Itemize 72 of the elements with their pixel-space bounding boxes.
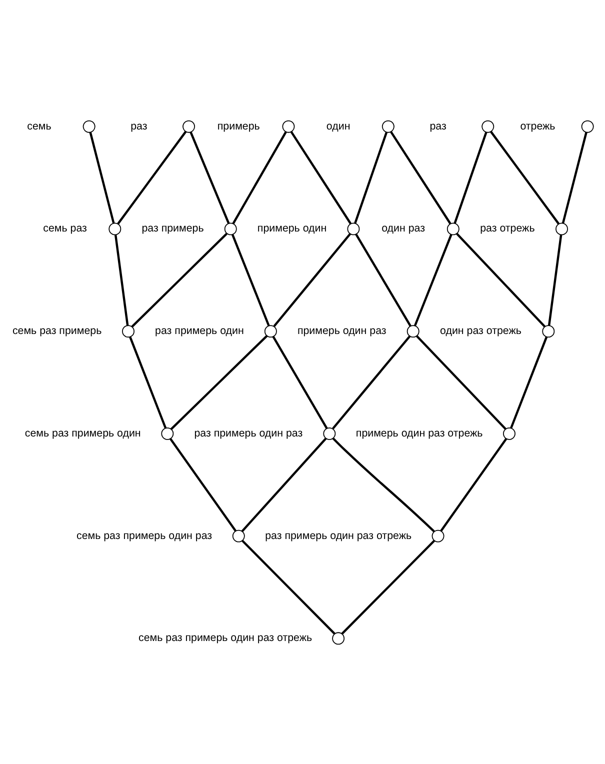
connector (548, 234, 562, 326)
node-label: семь раз примерь один (24, 426, 141, 439)
connector (414, 234, 452, 326)
node-circle (432, 529, 444, 542)
connector (562, 132, 588, 224)
connector (241, 437, 327, 532)
connector (114, 234, 129, 326)
node-label: семь раз примерь один раз (76, 529, 212, 542)
connector (117, 130, 187, 224)
node-circle (482, 120, 494, 132)
connector (416, 334, 506, 430)
node-circle (161, 426, 174, 440)
node-label: примерь один раз (297, 324, 386, 337)
connector (242, 539, 336, 634)
connector (332, 335, 411, 429)
connector (170, 334, 268, 430)
connector (129, 336, 167, 428)
node-circle (282, 120, 295, 132)
connector (355, 233, 412, 326)
node-label: один раз (382, 222, 426, 234)
node-circle (323, 426, 336, 440)
node-label: раз отрежь (480, 222, 535, 234)
connector (490, 130, 560, 224)
node-circle (332, 632, 345, 644)
node-circle (347, 222, 360, 235)
node-label: один раз отрежь (440, 324, 522, 337)
node-circle (264, 324, 277, 338)
node-label: примерь один раз отрежь (356, 426, 483, 439)
node-circle (382, 120, 394, 132)
node-label: раз (430, 120, 446, 132)
node-label: семь (27, 120, 52, 132)
connector (232, 234, 270, 326)
connector (390, 130, 452, 224)
node-label: семь раз примерь один раз отрежь (138, 632, 312, 644)
node-label: раз примерь один (155, 324, 244, 337)
connector (354, 131, 388, 224)
connector (290, 130, 352, 224)
connector (332, 437, 435, 532)
node-label: один (326, 120, 350, 132)
node-circle (503, 426, 516, 440)
connector (341, 539, 436, 634)
node-circle (224, 222, 237, 235)
node-circle (232, 529, 245, 542)
connector (272, 335, 328, 428)
node-label: раз примерь (142, 222, 204, 234)
node-circle (542, 324, 555, 338)
connector (454, 131, 488, 224)
connector (131, 232, 228, 328)
connector (232, 131, 287, 224)
connector (456, 232, 546, 327)
node-label: раз (130, 120, 148, 132)
node-label: семь раз (43, 222, 87, 234)
connector (273, 232, 351, 326)
node-label: раз примерь один раз (194, 426, 303, 439)
node-circle (406, 324, 420, 338)
node-circle (122, 324, 134, 338)
node-circle (581, 120, 594, 132)
node-label: семь раз примерь (12, 324, 102, 337)
node-label: примерь (217, 120, 260, 132)
node-circle (556, 222, 568, 235)
connector (190, 131, 230, 224)
node-label: раз примерь один раз отрежь (265, 529, 412, 542)
node-label: отрежь (520, 120, 556, 132)
connector (170, 438, 237, 532)
connector (510, 336, 548, 428)
connector (89, 132, 115, 224)
node-circle (182, 120, 196, 132)
node-circle (446, 222, 460, 235)
node-circle (82, 120, 96, 132)
node-circle (108, 222, 122, 235)
connector (440, 438, 508, 532)
node-label: примерь один (257, 222, 327, 234)
